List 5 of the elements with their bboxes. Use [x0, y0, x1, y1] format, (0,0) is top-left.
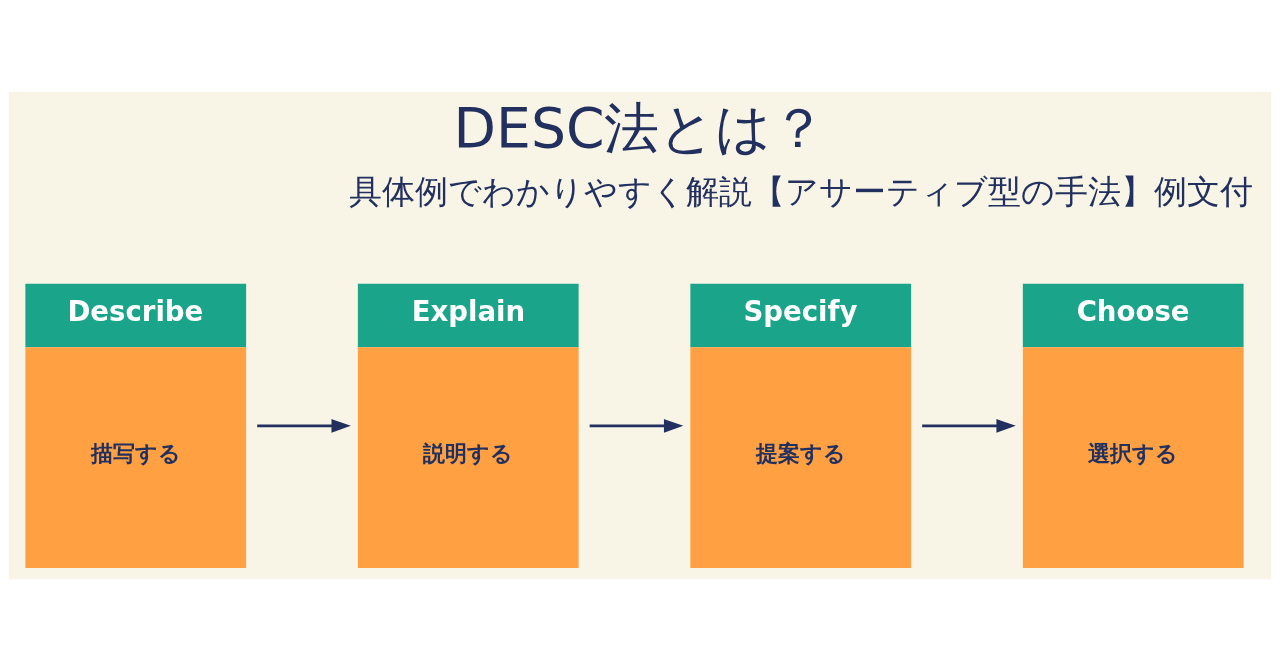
label: 具体例でわかりやすく解説【アサーティブ型の手法】例文付	[348, 171, 1253, 211]
arrow	[589, 418, 684, 433]
arrow	[257, 418, 351, 433]
arrow	[922, 418, 1016, 433]
diagram-title: DESC法とは？	[453, 95, 827, 160]
